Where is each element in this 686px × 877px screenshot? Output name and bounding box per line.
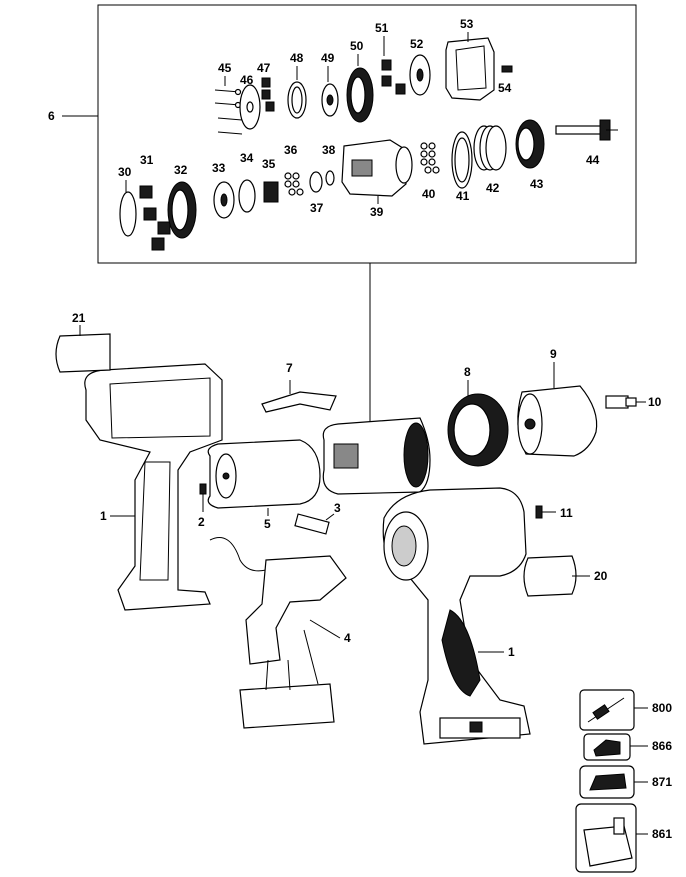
balls-40	[420, 142, 440, 174]
screws-45	[214, 88, 243, 135]
balls-36	[284, 172, 304, 196]
ring-gear-50	[346, 67, 374, 123]
spindle-44	[555, 119, 618, 141]
callout-46: 46	[240, 73, 254, 87]
accessory-866-battery	[583, 733, 631, 761]
callout-43: 43	[530, 177, 544, 191]
callout-45: 45	[218, 61, 232, 75]
gearbox-detail-frame	[97, 4, 637, 264]
callout-44: 44	[586, 153, 600, 167]
callout-53: 53	[460, 17, 474, 31]
assembled-drill	[382, 487, 531, 745]
callout-1-left: 1	[100, 509, 107, 523]
planet-gears-51	[381, 59, 406, 95]
callout-49: 49	[321, 51, 335, 65]
label-20	[523, 555, 577, 597]
carrier-52	[409, 54, 431, 96]
collar-8	[447, 393, 509, 467]
plate-34	[238, 179, 256, 213]
callout-39: 39	[370, 205, 384, 219]
ring-38	[325, 170, 335, 186]
callout-50: 50	[350, 39, 364, 53]
callout-9: 9	[550, 347, 557, 361]
callout-866: 866	[652, 739, 672, 753]
housing-53	[445, 37, 495, 101]
callout-48: 48	[290, 51, 304, 65]
motor-5	[207, 439, 321, 509]
bracket-7	[261, 391, 337, 413]
callout-2: 2	[198, 515, 205, 529]
callout-30: 30	[118, 165, 132, 179]
housing-left-half	[84, 363, 223, 611]
callout-41: 41	[456, 189, 470, 203]
accessory-861-case	[575, 803, 637, 873]
callout-54: 54	[498, 81, 512, 95]
label-21	[55, 333, 111, 373]
callout-4: 4	[344, 631, 351, 645]
callout-3: 3	[334, 501, 341, 515]
callout-800: 800	[652, 701, 672, 715]
callout-20: 20	[594, 569, 608, 583]
carrier-33	[213, 181, 235, 219]
accessory-800-bit-holder	[579, 689, 635, 731]
chuck-9	[517, 385, 598, 457]
callout-52: 52	[410, 37, 424, 51]
callout-871: 871	[652, 775, 672, 789]
callout-10: 10	[648, 395, 662, 409]
callout-33: 33	[212, 161, 226, 175]
callout-38: 38	[322, 143, 336, 157]
washer-30	[119, 191, 137, 237]
callout-47: 47	[257, 61, 271, 75]
callout-34: 34	[240, 151, 254, 165]
callout-40: 40	[422, 187, 436, 201]
clip-3	[294, 513, 330, 535]
callout-37: 37	[310, 201, 324, 215]
callout-5: 5	[264, 517, 271, 531]
callout-35: 35	[262, 157, 276, 171]
callout-21: 21	[72, 311, 86, 325]
callout-36: 36	[284, 143, 298, 157]
carrier-49	[321, 83, 339, 117]
collar-43	[515, 119, 545, 169]
callout-11: 11	[560, 506, 573, 520]
pin-54	[501, 65, 513, 73]
callout-7: 7	[286, 361, 293, 375]
callout-6: 6	[48, 109, 55, 123]
gear-housing-39	[341, 139, 413, 197]
switch-4	[209, 537, 347, 729]
callout-861: 861	[652, 827, 672, 841]
screw-10	[605, 395, 637, 409]
gear-35	[263, 181, 279, 203]
callout-42: 42	[486, 181, 500, 195]
pin-2	[199, 483, 207, 495]
gearbox-assembly	[322, 417, 431, 495]
planet-gears-31	[139, 185, 171, 251]
spring-42	[473, 125, 507, 171]
accessory-871-charger	[579, 765, 635, 799]
ring-gear-32	[167, 181, 197, 239]
callout-32: 32	[174, 163, 188, 177]
callout-31: 31	[140, 153, 154, 167]
clip-37	[309, 171, 323, 193]
callout-8: 8	[464, 365, 471, 379]
screw-11	[535, 505, 556, 519]
callout-1-right: 1	[508, 645, 515, 659]
planet-gears-47	[261, 77, 275, 112]
callout-51: 51	[375, 21, 389, 35]
